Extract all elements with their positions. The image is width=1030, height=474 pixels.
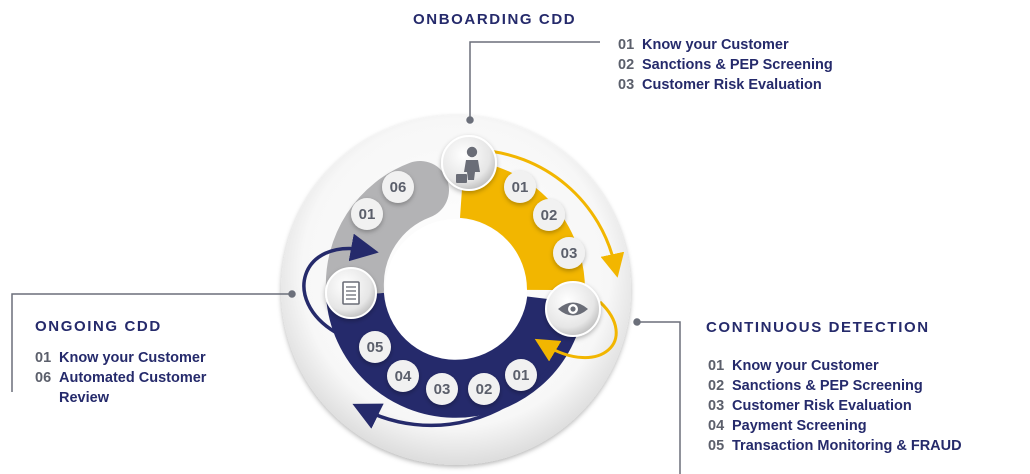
badge-yellow-03: 03 — [553, 237, 585, 269]
arrow-ongoing — [302, 233, 379, 334]
badge-navy-05: 05 — [359, 331, 391, 363]
svg-text:03: 03 — [561, 245, 578, 262]
badge-navy-01: 01 — [505, 359, 537, 391]
svg-text:04: 04 — [395, 368, 412, 385]
svg-text:06: 06 — [390, 179, 407, 196]
svg-text:05: 05 — [367, 339, 384, 356]
svg-text:01: 01 — [512, 179, 529, 196]
person-with-briefcase-icon — [456, 146, 480, 183]
badge-yellow-01: 01 — [504, 171, 536, 203]
document-icon — [342, 281, 360, 305]
connector-ongoing — [11, 290, 296, 392]
connector-onboarding — [466, 41, 600, 124]
continuous-title: CONTINUOUS DETECTION — [706, 319, 930, 336]
eye-icon — [558, 302, 588, 316]
badge-navy-04: 04 — [387, 360, 419, 392]
badge-navy-03: 03 — [426, 373, 458, 405]
svg-text:01: 01 — [513, 367, 530, 384]
arrow-continuous — [352, 359, 557, 429]
badge-gray-01: 01 — [351, 198, 383, 230]
onboarding-title: ONBOARDING CDD — [413, 11, 577, 28]
svg-text:01: 01 — [359, 206, 376, 223]
badge-yellow-02: 02 — [533, 199, 565, 231]
arrow-detection — [534, 300, 618, 362]
svg-text:03: 03 — [434, 381, 451, 398]
badge-gray-06: 06 — [382, 171, 414, 203]
svg-text:02: 02 — [476, 381, 493, 398]
svg-text:02: 02 — [541, 207, 558, 224]
badge-navy-02: 02 — [468, 373, 500, 405]
ongoing-title: ONGOING CDD — [35, 318, 162, 335]
ring-segment-onboarding — [458, 160, 586, 291]
center-hole — [385, 219, 527, 361]
connector-continuous — [633, 318, 681, 474]
arrow-onboarding — [477, 148, 625, 278]
